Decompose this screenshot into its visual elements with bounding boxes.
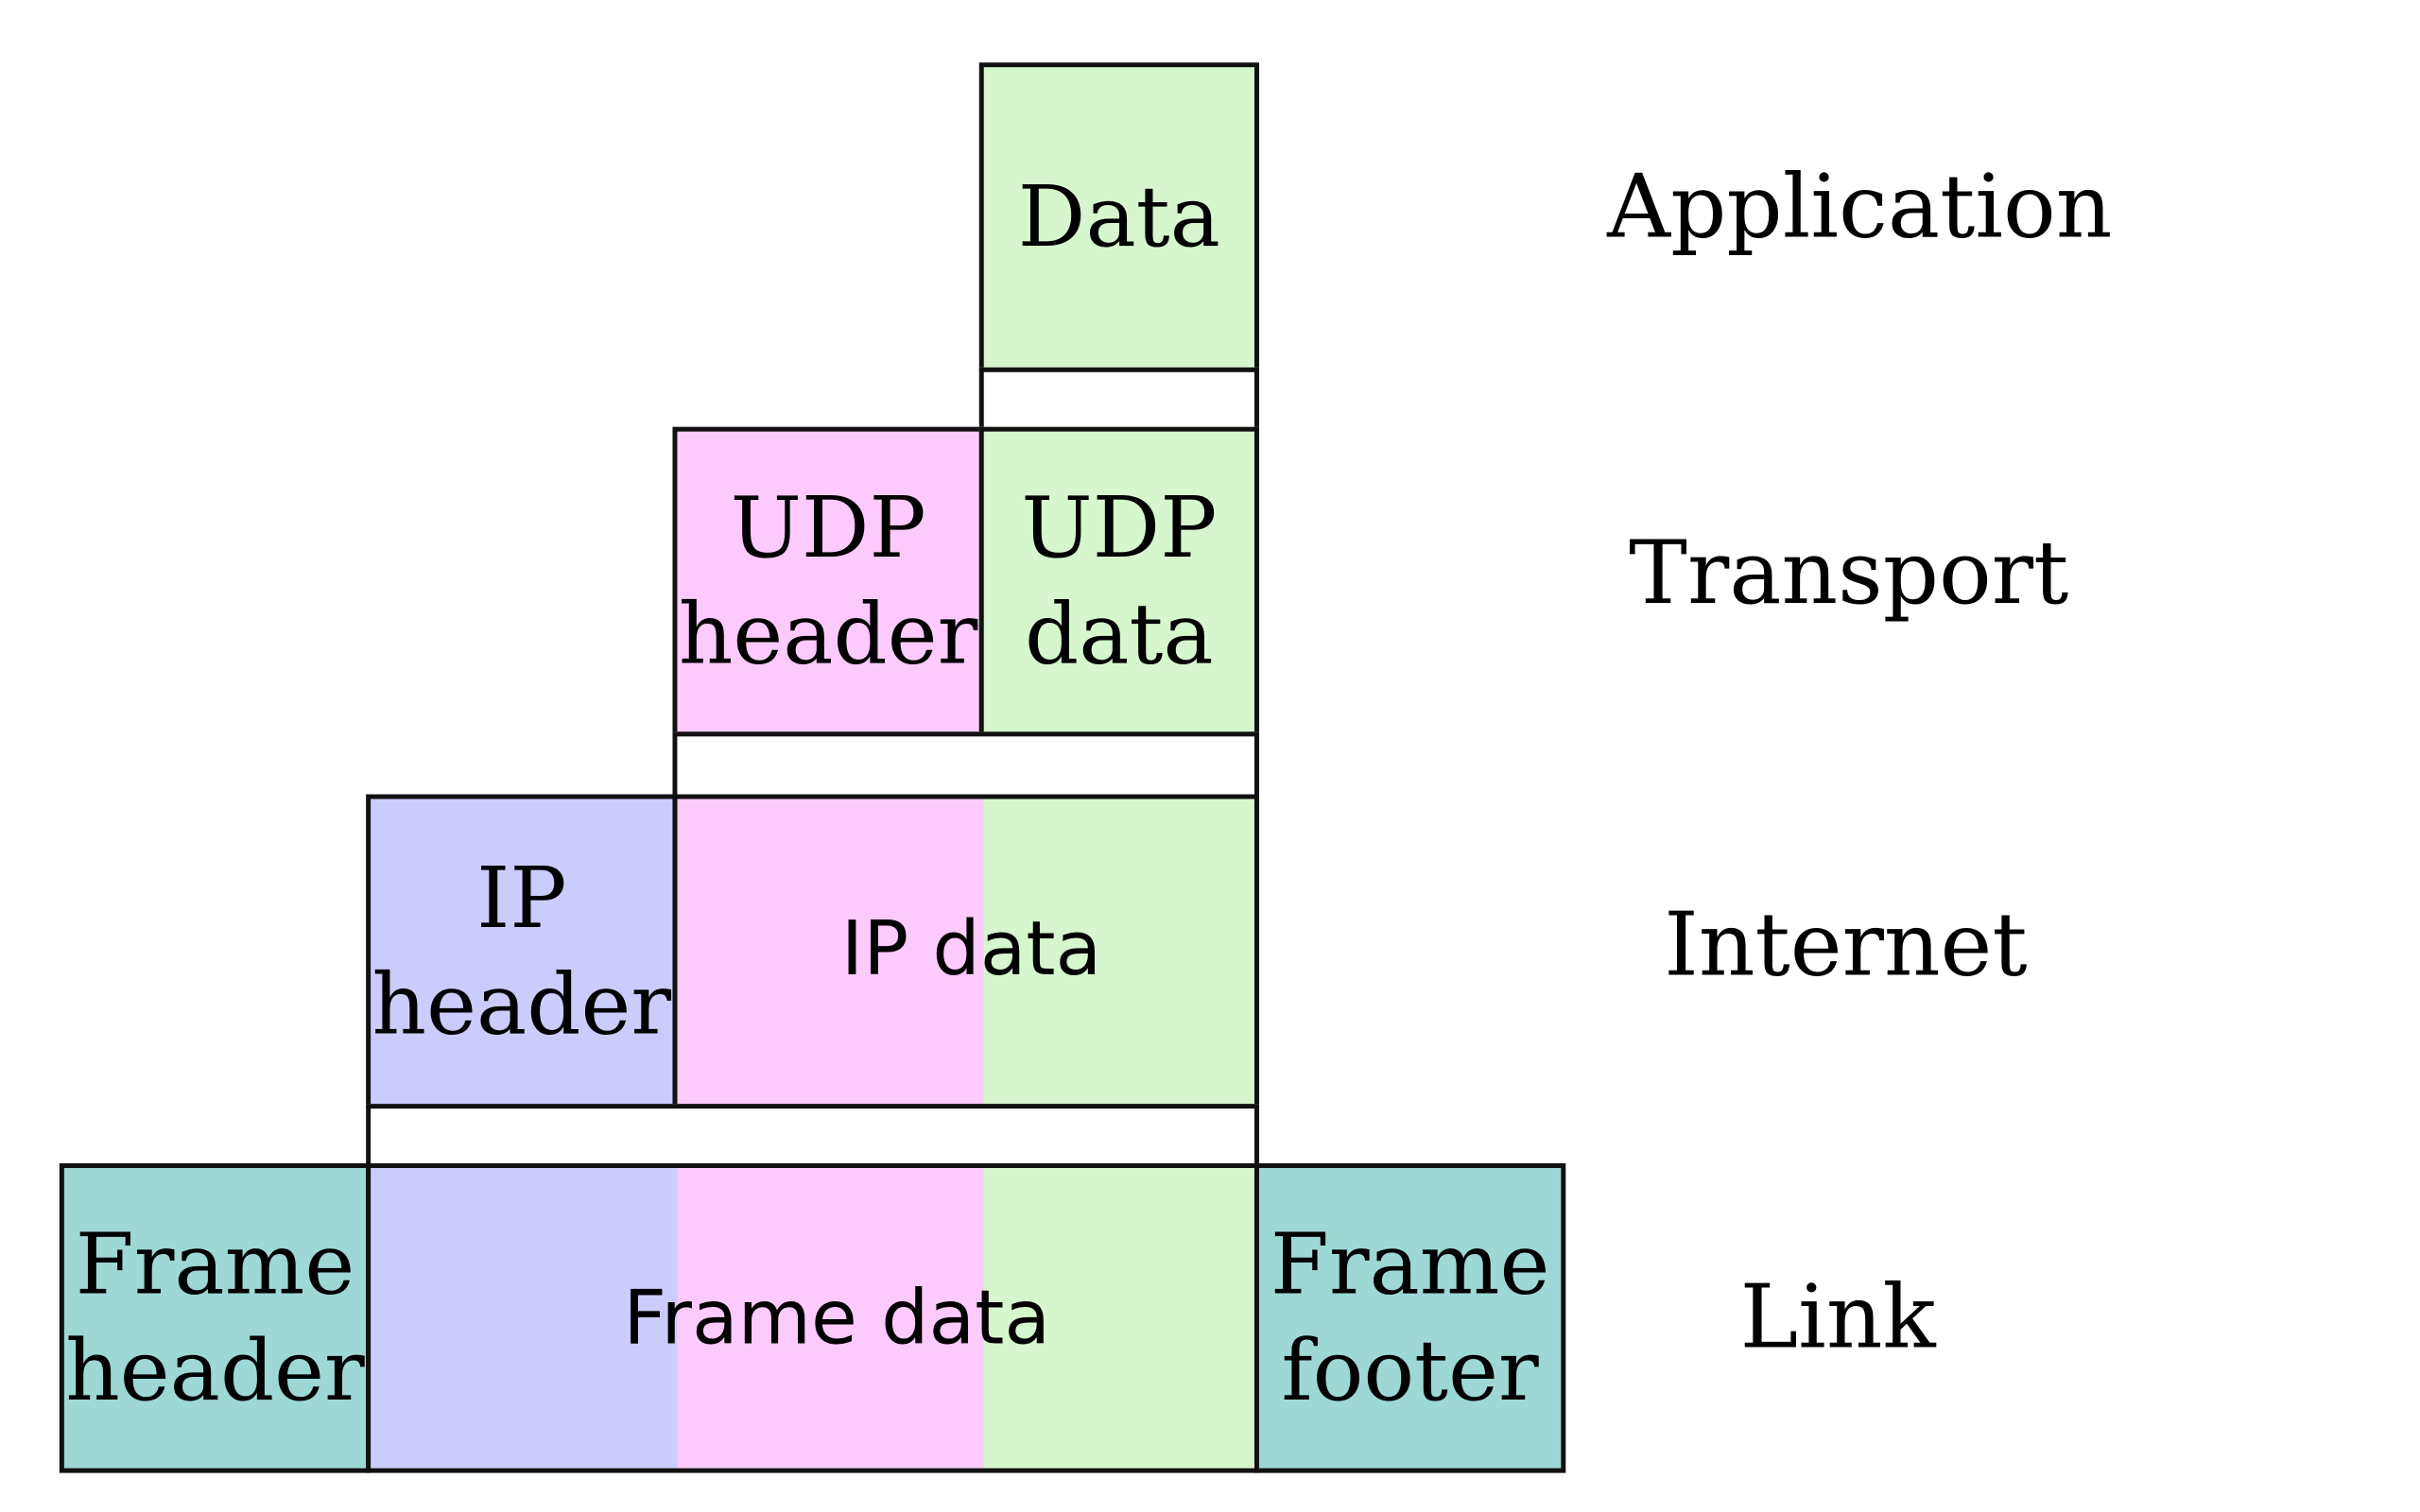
udp-data-box: UDP data bbox=[978, 426, 1259, 737]
application-data-box: Data bbox=[978, 62, 1259, 372]
frame-header-text: Frame header bbox=[65, 1211, 364, 1424]
layer-label-internet: Internet bbox=[1664, 895, 2028, 997]
frame-header-box: Frame header bbox=[59, 1163, 372, 1473]
ip-header-box: IP header bbox=[366, 794, 678, 1109]
ip-header-line-1: IP bbox=[476, 848, 567, 947]
ip-data-box bbox=[672, 794, 1259, 1109]
ip-data-text: IP data bbox=[840, 905, 1102, 993]
frame-header-line-1: Frame bbox=[75, 1214, 355, 1314]
layer-label-transport: Transport bbox=[1629, 523, 2069, 626]
connector-transport-internet bbox=[672, 731, 1259, 801]
udp-header-text: UDP header bbox=[679, 475, 977, 688]
udp-header-box: UDP header bbox=[672, 426, 984, 737]
layer-label-link: Link bbox=[1739, 1267, 1936, 1369]
connector-internet-link bbox=[366, 1104, 1259, 1170]
frame-data-box bbox=[366, 1163, 1259, 1473]
connector-application-transport bbox=[978, 367, 1259, 434]
udp-header-line-2: header bbox=[678, 584, 978, 684]
udp-data-text: UDP data bbox=[1021, 475, 1217, 688]
ip-header-text: IP header bbox=[372, 845, 671, 1057]
frame-data-text: Frame data bbox=[623, 1274, 1051, 1363]
udp-data-line-1: UDP bbox=[1021, 478, 1218, 577]
layer-label-application: Application bbox=[1607, 157, 2113, 259]
udp-data-line-2: data bbox=[1025, 584, 1214, 684]
frame-footer-line-1: Frame bbox=[1270, 1214, 1550, 1314]
frame-footer-box: Frame footer bbox=[1253, 1163, 1566, 1473]
udp-header-line-1: UDP bbox=[730, 478, 926, 577]
frame-footer-line-2: footer bbox=[1281, 1321, 1539, 1420]
frame-header-line-2: header bbox=[65, 1321, 365, 1420]
ip-header-line-2: header bbox=[372, 954, 672, 1054]
frame-footer-text: Frame footer bbox=[1270, 1211, 1550, 1424]
application-data-text: Data bbox=[1017, 167, 1220, 266]
